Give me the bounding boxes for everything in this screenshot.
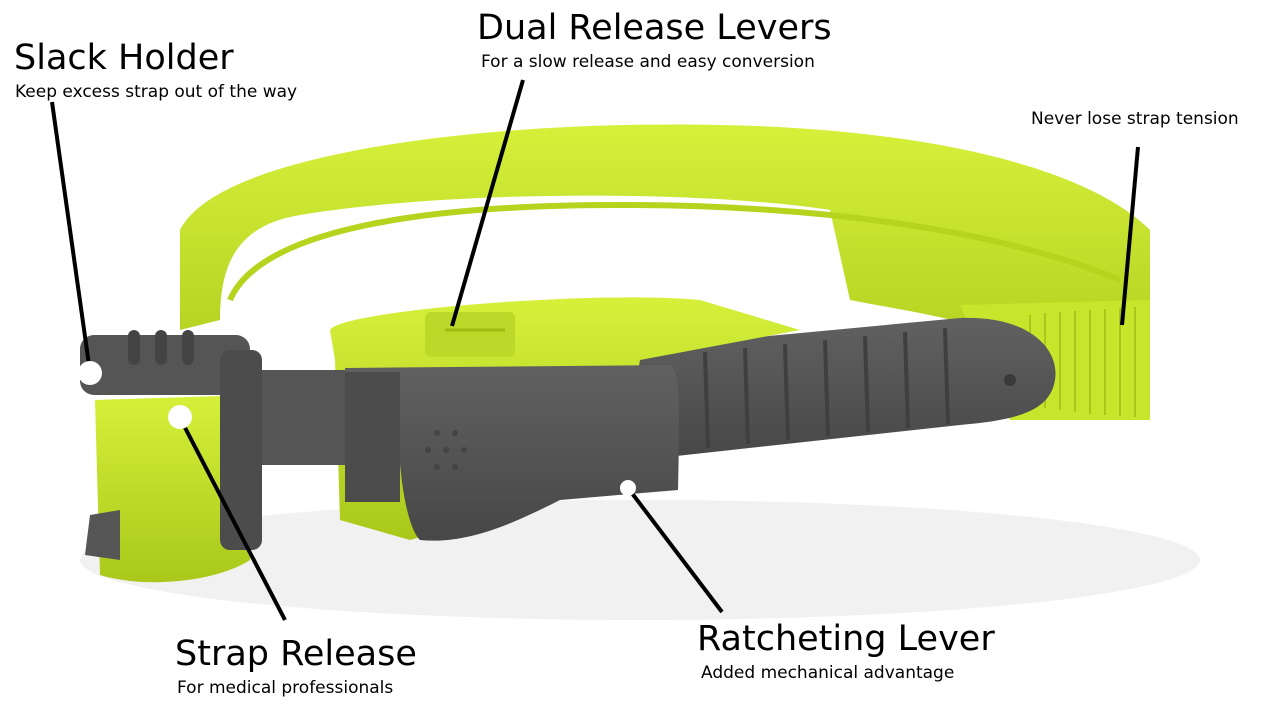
dual-release-subtitle: For a slow release and easy conversion <box>481 52 815 72</box>
strap-loop <box>180 124 1150 420</box>
dual-release-lever <box>425 312 515 357</box>
slack-holder-subtitle: Keep excess strap out of the way <box>15 82 298 102</box>
lever-grip-dots <box>425 430 467 470</box>
ratcheting-title: Ratcheting Lever <box>697 619 995 659</box>
tongue-teeth <box>703 327 950 449</box>
strap-release-subtitle: For medical professionals <box>177 678 394 698</box>
strap-hole <box>1004 374 1016 386</box>
callout-lines <box>50 79 1140 621</box>
slack-holder-title: Slack Holder <box>14 38 234 78</box>
tension-subtitle: Never lose strap tension <box>1031 109 1239 129</box>
strap-edge <box>227 201 1122 302</box>
callout-dots <box>78 361 636 496</box>
dual-release-title: Dual Release Levers <box>477 8 832 48</box>
strap-release-title: Strap Release <box>175 634 417 674</box>
ratcheting-subtitle: Added mechanical advantage <box>701 663 955 683</box>
shadow <box>80 500 1200 620</box>
slack-holder-clip <box>80 335 250 395</box>
ratcheting-lever <box>345 365 680 541</box>
slack-holder-lime <box>95 395 250 583</box>
